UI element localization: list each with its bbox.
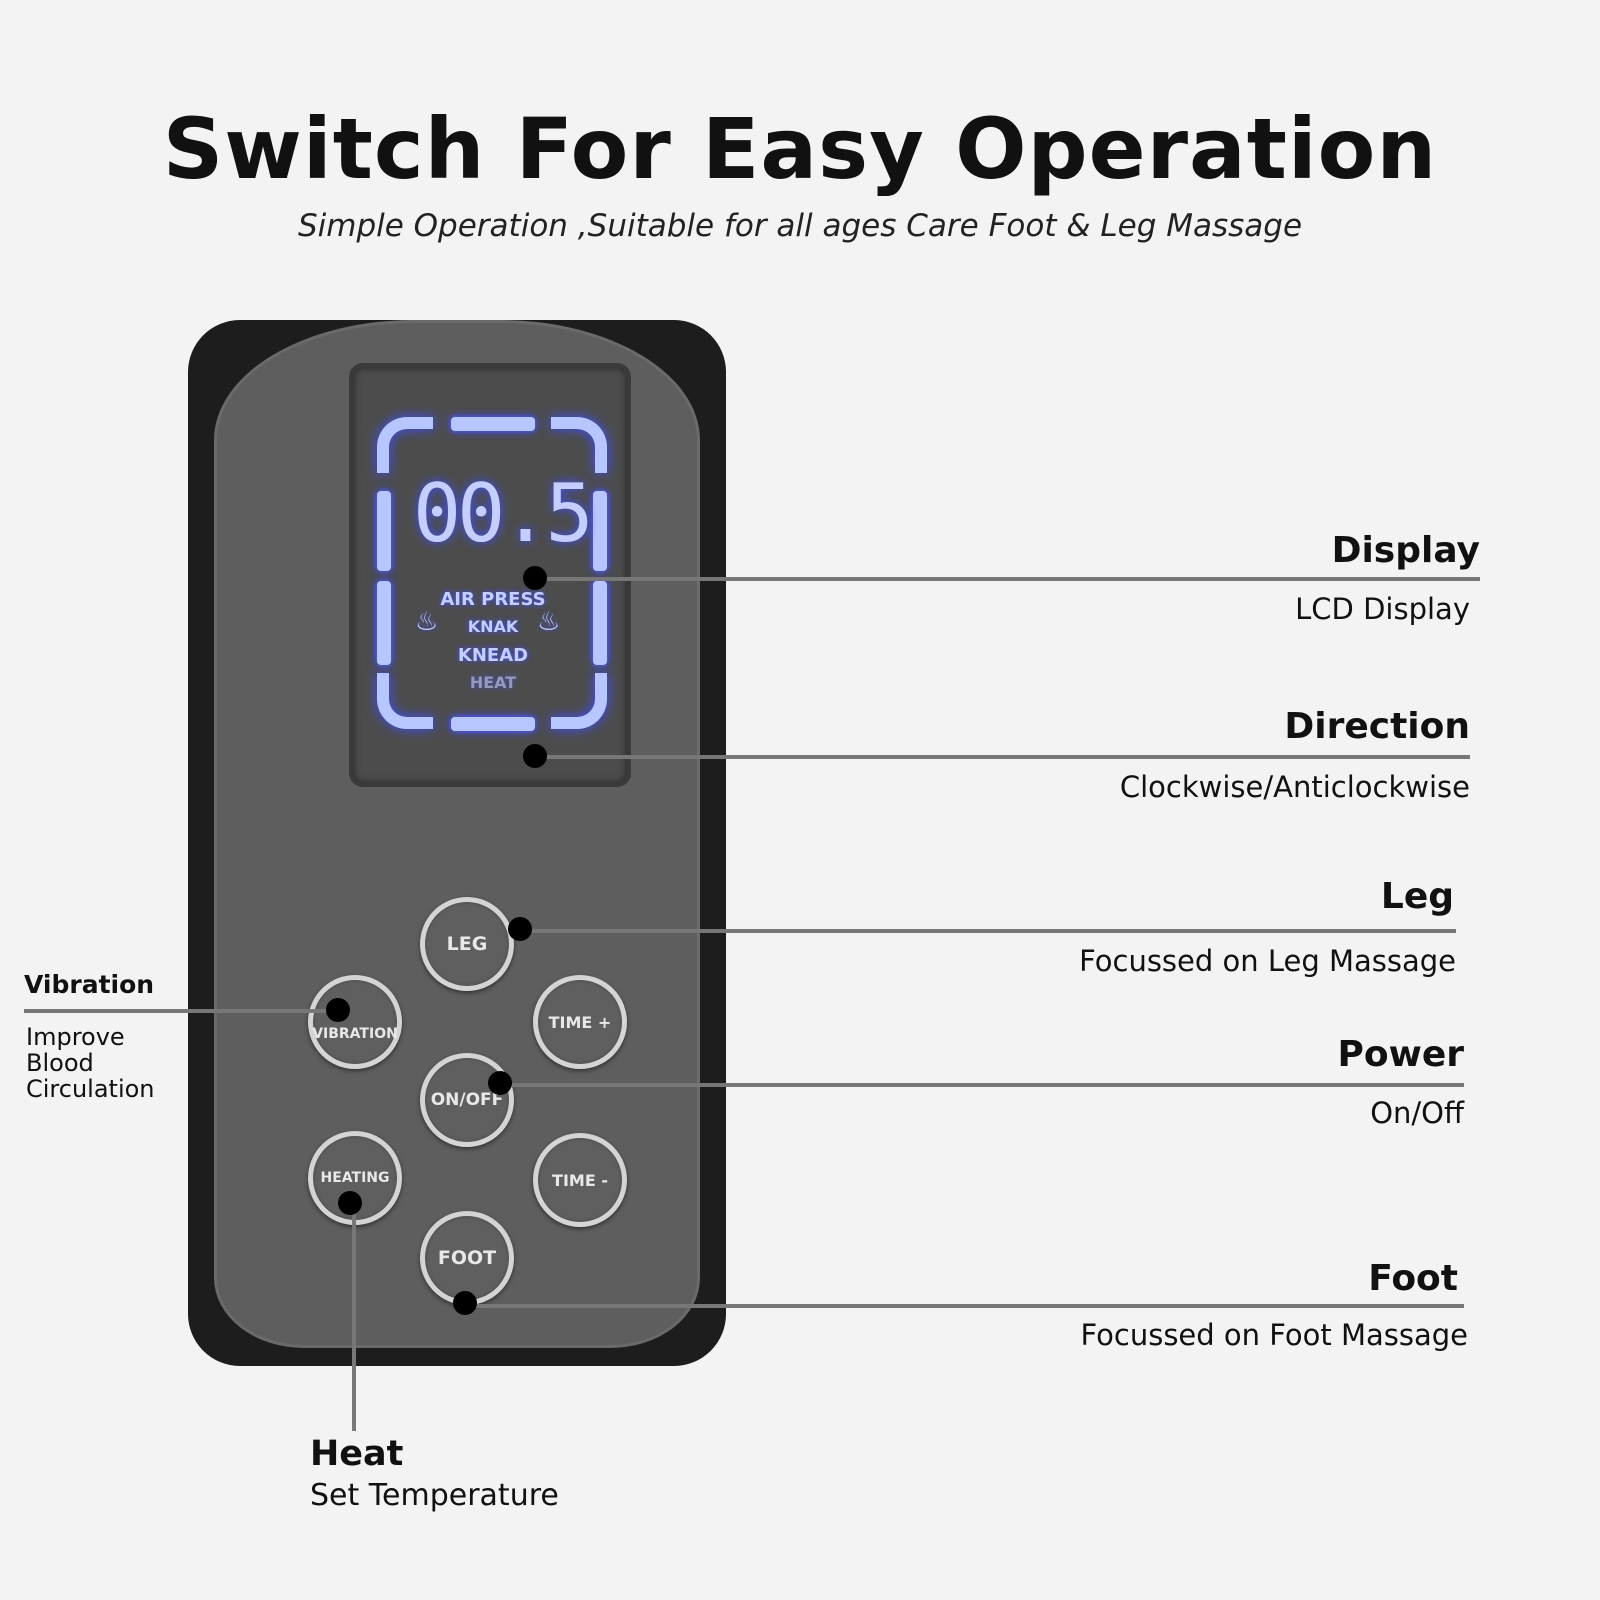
time-minus-button[interactable]: TIME - xyxy=(533,1133,627,1227)
heat-marker-dot xyxy=(338,1191,362,1215)
leg-button[interactable]: LEG xyxy=(420,897,514,991)
power-marker-dot xyxy=(488,1071,512,1095)
lcd-frame-segment xyxy=(451,717,535,731)
lcd-digits: 00.5 xyxy=(413,467,594,560)
lcd-frame-corner xyxy=(551,417,607,473)
foot-icon: ♨ xyxy=(415,607,439,637)
vibration-callout-desc: Improve Blood Circulation xyxy=(26,1023,155,1103)
foot-leader-line xyxy=(465,1304,1464,1308)
foot-button[interactable]: FOOT xyxy=(420,1211,514,1305)
lcd-mode-knak: KNAK xyxy=(467,617,519,636)
on-off-button[interactable]: ON/OFF xyxy=(420,1053,514,1147)
control-panel: 00.5 AIR PRESS KNAK KNEAD HEAT ♨ ♨ xyxy=(214,320,700,1348)
vibration-marker-dot xyxy=(326,998,350,1022)
power-callout-desc: On/Off xyxy=(1370,1096,1464,1130)
direction-leader-line xyxy=(535,755,1470,759)
lcd-frame-segment xyxy=(377,491,391,571)
power-callout-title: Power xyxy=(1337,1034,1464,1075)
leg-callout-desc: Focussed on Leg Massage xyxy=(1079,944,1456,978)
foot-callout-desc: Focussed on Foot Massage xyxy=(1080,1318,1469,1352)
vibration-leader-line xyxy=(24,1009,338,1013)
heat-leader-line xyxy=(352,1203,356,1431)
direction-callout-title: Direction xyxy=(1284,706,1470,747)
display-callout-title: Display xyxy=(1331,530,1480,571)
foot-icon: ♨ xyxy=(537,607,561,637)
foot-marker-dot xyxy=(453,1291,477,1315)
foot-callout-title: Foot xyxy=(1368,1258,1458,1299)
power-leader-line xyxy=(500,1083,1464,1087)
lcd-mode-knead: KNEAD xyxy=(457,645,529,666)
page-subtitle: Simple Operation ,Suitable for all ages … xyxy=(297,208,1303,244)
leg-marker-dot xyxy=(508,917,532,941)
direction-marker-dot xyxy=(523,744,547,768)
lcd-frame-corner xyxy=(377,417,433,473)
remote-control: 00.5 AIR PRESS KNAK KNEAD HEAT ♨ ♨ xyxy=(188,320,726,1366)
lcd-display: 00.5 AIR PRESS KNAK KNEAD HEAT ♨ ♨ xyxy=(349,363,631,787)
heat-callout-desc: Set Temperature xyxy=(310,1478,559,1513)
vibration-button[interactable]: VIBRATION xyxy=(308,975,402,1069)
vibration-callout-title: Vibration xyxy=(24,970,155,999)
direction-callout-desc: Clockwise/Anticlockwise xyxy=(1119,770,1470,804)
lcd-frame-segment xyxy=(377,581,391,665)
display-leader-line xyxy=(535,577,1480,581)
lcd-frame-segment xyxy=(593,581,607,665)
lcd-frame-segment xyxy=(593,491,607,571)
time-plus-button[interactable]: TIME + xyxy=(533,975,627,1069)
display-marker-dot xyxy=(523,566,547,590)
leg-leader-line xyxy=(520,929,1456,933)
lcd-frame-segment xyxy=(451,417,535,431)
lcd-mode-air-press: AIR PRESS xyxy=(440,589,546,610)
lcd-mode-heat: HEAT xyxy=(469,673,517,692)
page-title: Switch For Easy Operation xyxy=(162,100,1438,198)
display-callout-desc: LCD Display xyxy=(1295,592,1470,626)
heat-callout-title: Heat xyxy=(310,1434,404,1474)
leg-callout-title: Leg xyxy=(1380,876,1454,917)
